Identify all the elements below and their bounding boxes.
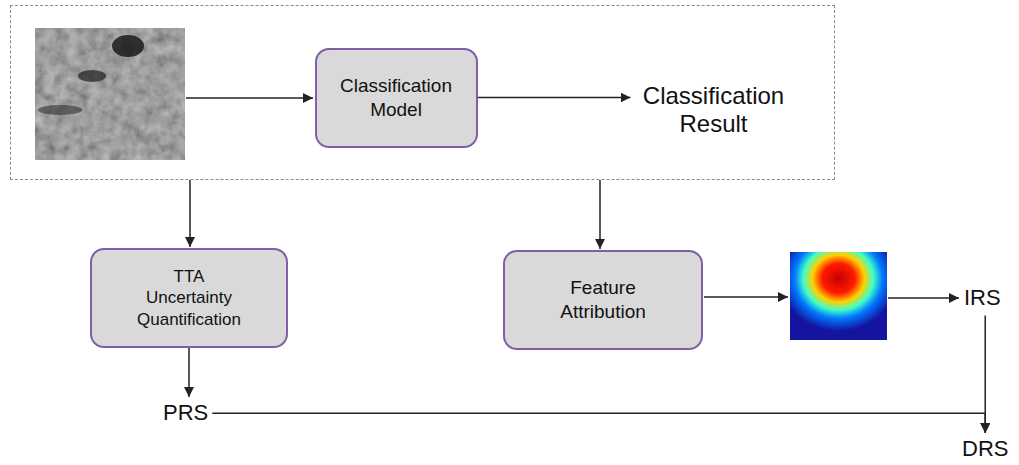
node-text: DRS	[962, 436, 1008, 462]
output-label: PRS	[163, 400, 208, 426]
node-text: IRS	[964, 285, 1001, 311]
connector-arrow	[212, 413, 985, 433]
ultrasound-tone	[35, 28, 185, 160]
node-text: TTA Uncertainty Quantification	[129, 266, 249, 330]
dashed-group: Classification Model Classification Resul…	[10, 5, 835, 180]
arrow-line	[704, 296, 788, 298]
connector-arrow	[478, 97, 631, 99]
ultrasound-lesion	[112, 35, 144, 57]
output-label: DRS	[962, 436, 1008, 462]
connector-arrow	[189, 180, 191, 247]
heatmap-blob	[790, 252, 887, 340]
process-box: TTA Uncertainty Quantification	[90, 248, 288, 348]
connector-arrow	[984, 315, 986, 433]
arrow-line	[888, 297, 959, 299]
output-label: IRS	[964, 285, 1001, 311]
node-text: PRS	[163, 400, 208, 426]
arrow-line	[186, 97, 313, 99]
node-text: Classification Model	[331, 74, 461, 122]
ultrasound-shadow	[38, 105, 82, 115]
ultrasound-shadow	[78, 70, 106, 82]
node-text: Feature Attribution	[538, 276, 668, 324]
ultrasound-echo	[125, 114, 175, 126]
process-box: Feature Attribution	[503, 250, 703, 350]
connector-arrow	[188, 348, 190, 397]
node-text: Classification Result	[634, 82, 794, 140]
process-box: Classification Model	[315, 48, 478, 148]
connector-arrow	[599, 180, 601, 249]
ultrasound-image	[35, 28, 185, 160]
heatmap-image	[790, 252, 887, 340]
ultrasound-speckle	[35, 28, 185, 160]
output-label: Classification Result	[634, 82, 794, 140]
heatmap-ground	[790, 252, 887, 340]
